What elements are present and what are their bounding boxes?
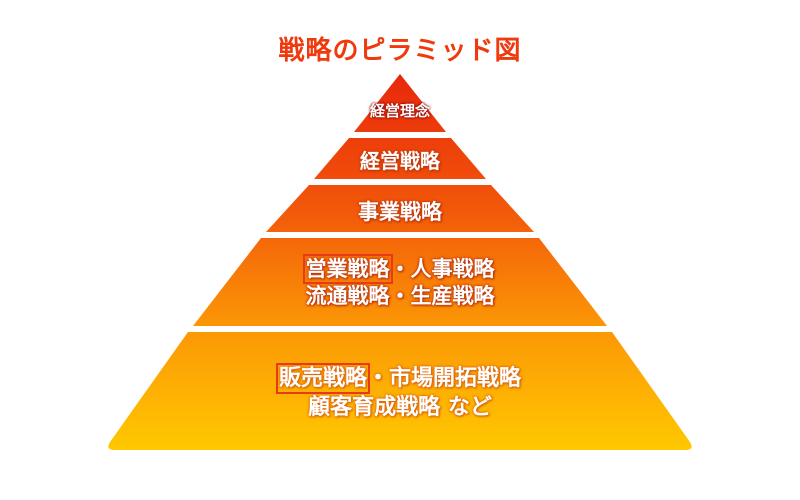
tier-3-label: 営業戦略・人事戦略 流通戦略・生産戦略 xyxy=(0,254,800,310)
tier-4-line-1: 販売戦略・市場開拓戦略 xyxy=(0,363,800,394)
tier-3-shape xyxy=(193,238,607,326)
tier-0-label: 経営理念 xyxy=(0,100,800,121)
tier-1-label: 経営戦略 xyxy=(0,145,800,174)
tier-3-line-2: 流通戦略・生産戦略 xyxy=(305,284,495,308)
tier-0-text: 経営理念 xyxy=(369,102,430,120)
tier-0-shape xyxy=(354,74,446,132)
tier-4-line-1-rest: ・市場開拓戦略 xyxy=(367,366,522,391)
tier-4-highlight: 販売戦略 xyxy=(275,363,371,394)
tier-4-shape xyxy=(108,332,692,450)
tier-2-label: 事業戦略 xyxy=(0,196,800,226)
page-title: 戦略のピラミッド図 xyxy=(278,36,522,66)
tier-1-shape xyxy=(314,138,486,179)
tier-4-label: 販売戦略・市場開拓戦略 顧客育成戦略 など xyxy=(0,363,800,422)
tier-2-text: 事業戦略 xyxy=(358,200,442,224)
tier-2-shape xyxy=(266,185,534,232)
tier-3-highlight: 営業戦略 xyxy=(302,254,393,284)
tier-3-line-1: 営業戦略・人事戦略 xyxy=(0,254,800,284)
tier-3-line-1-rest: ・人事戦略 xyxy=(389,257,495,281)
tier-1-text: 経営戦略 xyxy=(360,149,440,173)
tier-4-line-2: 顧客育成戦略 など xyxy=(308,395,492,420)
